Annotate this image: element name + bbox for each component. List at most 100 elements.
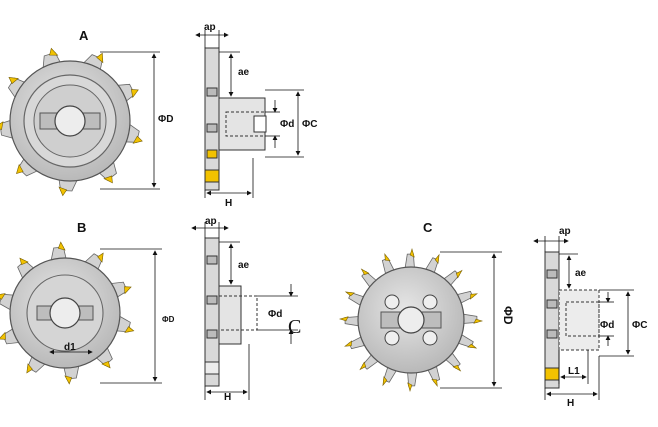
carbide-insert (57, 241, 66, 251)
view-a-side-body (204, 47, 220, 191)
view-b-side-collar (218, 285, 242, 345)
view-b-side-insert (204, 361, 220, 375)
carbide-insert (467, 343, 478, 349)
view-c-od-dimension (440, 251, 502, 389)
view-c-bore (397, 306, 425, 334)
view-b-od-dimension (100, 248, 162, 384)
carbide-insert (344, 291, 355, 297)
view-c-teeth (338, 247, 484, 393)
view-a-ap-label: ap (204, 22, 216, 33)
view-a-collar-dimension (265, 89, 304, 158)
carbide-insert (101, 360, 111, 369)
view-c-title: C (423, 220, 433, 235)
view-a-bore (54, 105, 86, 137)
view-b-title: B (77, 220, 86, 235)
carbide-insert (0, 331, 6, 340)
view-b-stray-letter: C (288, 316, 301, 338)
view-c-l1-label: L1 (568, 366, 580, 377)
view-c-side-bore (565, 301, 600, 337)
carbide-insert (64, 375, 73, 385)
carbide-insert (359, 361, 367, 371)
carbide-insert (452, 364, 462, 372)
carbide-insert (97, 252, 104, 263)
view-b-side (204, 237, 258, 387)
view-b-bore-dimension (257, 284, 298, 344)
view-b-ap-label: ap (205, 216, 217, 227)
carbide-insert (384, 253, 391, 261)
view-c-ap-label: ap (559, 226, 571, 237)
view-c-bolt-hole (422, 294, 438, 310)
view-b-d1-label: d1 (64, 342, 76, 353)
view-a-bore-dimension (265, 100, 280, 148)
view-b-h-label: H (224, 392, 231, 403)
view-a-bore-label: Φd (280, 119, 294, 130)
carbide-insert (96, 52, 104, 64)
view-c-bore-dimension (599, 292, 614, 346)
carbide-insert (431, 379, 438, 387)
view-a-collar-label: ΦC (302, 119, 317, 130)
carbide-insert (455, 269, 463, 279)
carbide-insert (26, 363, 33, 374)
view-c-bolt-hole (422, 330, 438, 346)
carbide-insert (407, 382, 413, 393)
view-c-side (544, 251, 600, 389)
view-c-bore-label: Φd (600, 320, 614, 331)
carbide-insert (360, 268, 370, 276)
view-b-h-dimension (204, 344, 250, 400)
view-b-ae-dimension (219, 241, 240, 285)
carbide-insert (473, 318, 484, 324)
view-a-ae-dimension (219, 51, 240, 97)
carbide-insert (103, 175, 113, 184)
carbide-insert (470, 293, 478, 300)
carbide-insert (124, 286, 132, 295)
view-c-side-insert (544, 367, 560, 381)
view-a-side (204, 47, 267, 191)
view-a-side-insert (204, 169, 220, 183)
view-c-od-label: ΦD (501, 306, 515, 325)
view-a-h-label: H (225, 198, 232, 209)
view-c-front (338, 247, 484, 393)
view-a-side-slot (253, 115, 267, 133)
view-c-bolt-hole (384, 330, 400, 346)
carbide-insert (344, 340, 352, 347)
carbide-insert (131, 89, 139, 99)
carbide-insert (49, 47, 59, 56)
carbide-insert (338, 316, 349, 322)
view-b-od-label: ΦD (162, 315, 175, 324)
view-c-collar-label: ΦC (632, 320, 647, 331)
view-a-title: A (79, 28, 89, 43)
view-c-ae-label: ae (575, 268, 587, 279)
carbide-insert (58, 186, 68, 197)
carbide-insert (132, 135, 143, 144)
view-a-h-dimension (204, 158, 254, 198)
view-a-od-dimension (100, 51, 160, 190)
view-a-ae-label: ae (238, 67, 250, 78)
carbide-insert (19, 257, 29, 266)
carbide-insert (16, 163, 24, 174)
view-a-od-label: ΦD (158, 114, 173, 125)
view-c-h-label: H (567, 398, 574, 409)
carbide-insert (382, 376, 388, 387)
carbide-insert (434, 253, 440, 264)
view-b-bore (49, 297, 81, 329)
view-b-ap-dimension (191, 222, 229, 238)
view-c-h-dimension (544, 356, 600, 400)
view-b-side-bore (218, 295, 258, 331)
carbide-insert (409, 247, 415, 258)
view-c-ae-dimension (559, 253, 578, 289)
view-c-side-collar (558, 289, 600, 351)
carbide-insert (0, 121, 4, 131)
view-c-bolt-hole (384, 294, 400, 310)
view-b-ae-label: ae (238, 260, 250, 271)
view-c-l1-dimension (558, 350, 589, 384)
carbide-insert (124, 326, 135, 333)
view-a-ap-dimension (195, 30, 229, 48)
view-c-ap-dimension (533, 236, 569, 252)
view-a-front (0, 47, 143, 197)
carbide-insert (0, 293, 6, 300)
view-b-bore-label: Φd (268, 309, 282, 320)
carbide-insert (8, 77, 19, 85)
view-c-collar-dimension (599, 289, 634, 357)
